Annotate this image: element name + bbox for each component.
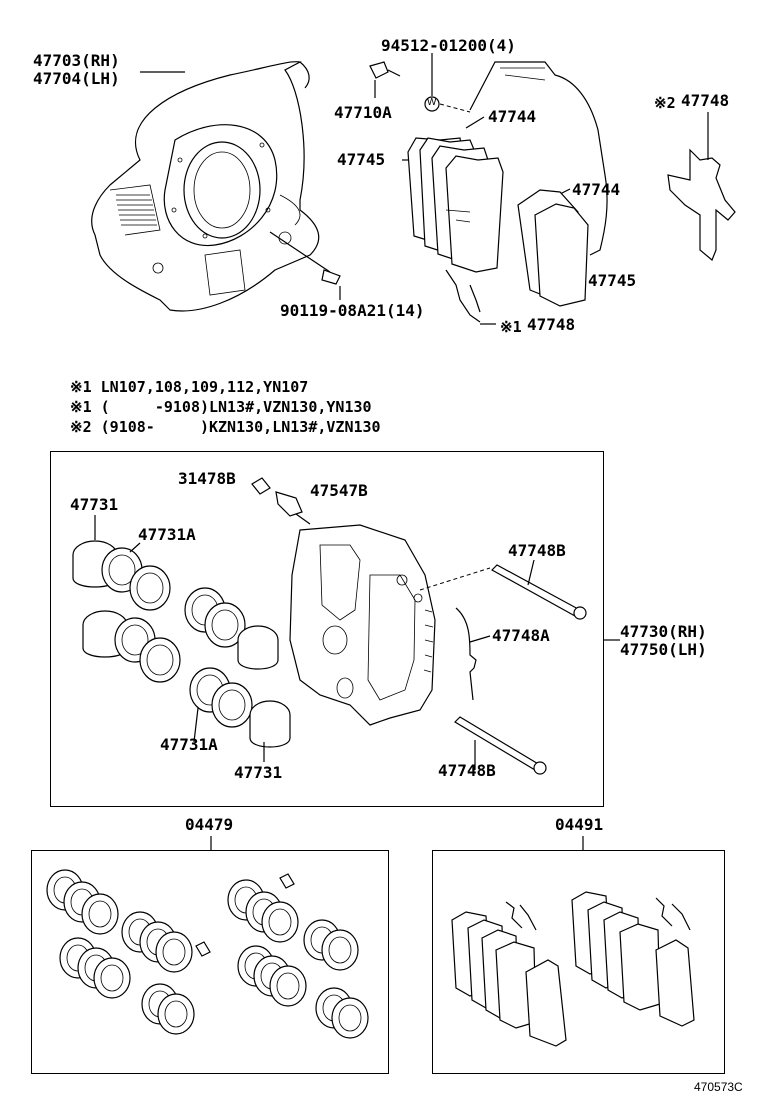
part-label-shim-lower[interactable]: 47745 xyxy=(588,271,637,290)
part-label-caliper-lh[interactable]: 47750(LH) xyxy=(620,640,707,659)
part-label-bleeder[interactable]: 47547B xyxy=(310,481,368,500)
applicability-note-2: ※1 ( -9108)LN13#,VZN130,YN130 xyxy=(70,398,372,416)
caliper-outline-top xyxy=(469,61,608,256)
note-mark-2: ※2 xyxy=(654,94,676,112)
kit-label-pad-kit[interactable]: 04491 xyxy=(555,815,604,834)
diagram-code: 470573C xyxy=(694,1080,743,1094)
caliper-drawings xyxy=(72,477,620,775)
washer-mark: W xyxy=(427,97,437,108)
part-label-pin-lower[interactable]: 47748B xyxy=(438,761,496,780)
part-label-clip-lower[interactable]: 47748 xyxy=(527,315,576,334)
part-label-shim-upper[interactable]: 47745 xyxy=(337,150,386,169)
part-label-pad-upper[interactable]: 47744 xyxy=(488,107,537,126)
part-label-washer[interactable]: 94512-01200(4) xyxy=(381,36,516,55)
note-mark-1: ※1 xyxy=(500,318,522,336)
part-label-spring[interactable]: 47748A xyxy=(492,626,550,645)
part-label-piston-lower[interactable]: 47731 xyxy=(234,763,283,782)
part-label-piston-upper[interactable]: 47731 xyxy=(70,495,119,514)
part-label-clip-right[interactable]: 47748 xyxy=(681,91,730,110)
pad-set-top xyxy=(407,137,504,273)
applicability-note-3: ※2 (9108- )KZN130,LN13#,VZN130 xyxy=(70,418,381,436)
seal-kit-frame xyxy=(31,850,389,1074)
part-label-caliper-rh[interactable]: 47730(RH) xyxy=(620,622,707,641)
anti-rattle-clip-right xyxy=(667,148,736,261)
part-label-seal-upper[interactable]: 47731A xyxy=(138,525,196,544)
caliper-assembly-frame xyxy=(50,451,604,807)
part-label-dust-cover-lh[interactable]: 47704(LH) xyxy=(33,69,120,88)
part-label-seal-lower[interactable]: 47731A xyxy=(160,735,218,754)
applicability-note-1: ※1 LN107,108,109,112,YN107 xyxy=(70,378,309,396)
part-label-pad-lower[interactable]: 47744 xyxy=(572,180,621,199)
pad-kit-drawings xyxy=(451,836,695,1047)
part-label-bolt-90119[interactable]: 90119-08A21(14) xyxy=(280,301,425,320)
part-label-cap[interactable]: 31478B xyxy=(178,469,236,488)
anti-rattle-clip-lower xyxy=(445,269,481,323)
dust-cover-drawing xyxy=(91,61,320,312)
pad-kit-frame xyxy=(432,850,725,1074)
seal-kit-drawings xyxy=(46,836,369,1039)
part-label-bolt-47710a[interactable]: 47710A xyxy=(334,103,392,122)
part-label-pin-upper[interactable]: 47748B xyxy=(508,541,566,560)
part-label-dust-cover-rh[interactable]: 47703(RH) xyxy=(33,51,120,70)
pad-set-bottom xyxy=(517,189,589,307)
kit-label-seal-kit[interactable]: 04479 xyxy=(185,815,234,834)
top-leaders xyxy=(269,53,709,325)
